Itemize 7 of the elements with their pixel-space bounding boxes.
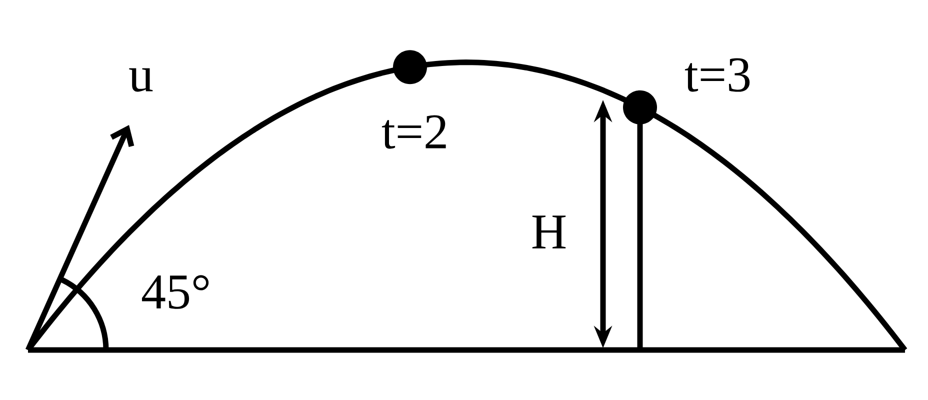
time-label: t=3 bbox=[684, 58, 750, 92]
time-label: t=2 bbox=[382, 115, 446, 149]
angle-label: 45° bbox=[142, 275, 209, 309]
velocity-label: u bbox=[129, 68, 153, 92]
point-dot bbox=[393, 50, 427, 84]
point-dot bbox=[623, 90, 657, 124]
height-label: H bbox=[532, 216, 566, 248]
